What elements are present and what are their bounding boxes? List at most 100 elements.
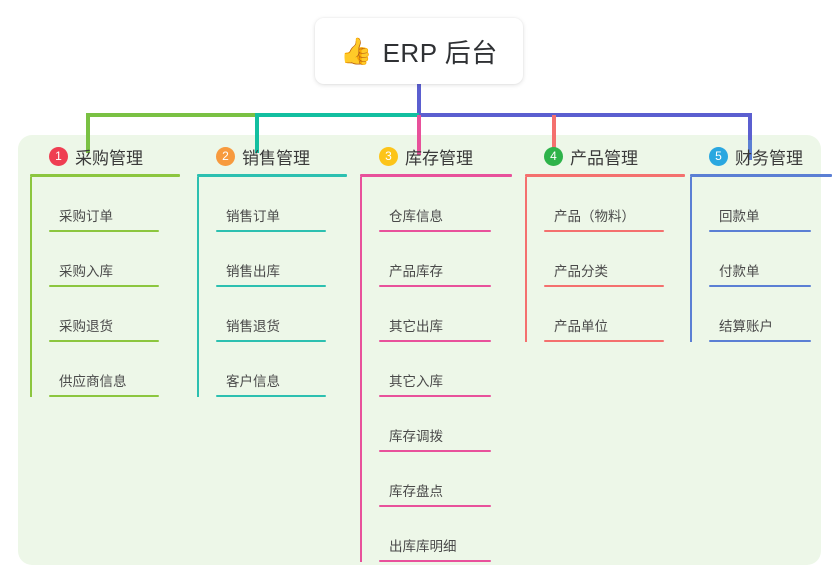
leaf-underline [49, 395, 159, 397]
branch-underline-4 [525, 174, 685, 177]
leaf-label: 产品（物料） [554, 209, 635, 224]
leaf-label: 付款单 [719, 264, 760, 279]
leaf-label: 销售订单 [226, 209, 280, 224]
leaf-underline [216, 340, 326, 342]
leaf-underline [379, 395, 491, 397]
leaf-underline [379, 450, 491, 452]
branch-header-3[interactable]: 3 库存管理 [360, 143, 512, 169]
branch-column-2: 2 销售管理销售订单销售出库销售退货客户信息 [197, 143, 347, 397]
leaf-underline [49, 340, 159, 342]
branch-header-4[interactable]: 4 产品管理 [525, 143, 685, 169]
leaf-node[interactable]: 采购入库 [49, 232, 180, 287]
leaf-label: 其它入库 [389, 374, 443, 389]
leaf-node[interactable]: 产品单位 [544, 287, 685, 342]
branch-children-1: 采购订单采购入库采购退货供应商信息 [30, 177, 180, 397]
leaf-label: 回款单 [719, 209, 760, 224]
leaf-node[interactable]: 采购退货 [49, 287, 180, 342]
leaf-underline [544, 230, 664, 232]
branch-spine-3 [360, 177, 362, 562]
leaf-label: 出库库明细 [389, 539, 457, 554]
branch-title-3: 库存管理 [405, 148, 473, 168]
leaf-node[interactable]: 仓库信息 [379, 177, 512, 232]
leaf-node[interactable]: 回款单 [709, 177, 832, 232]
branch-underline-2 [197, 174, 347, 177]
leaf-underline [709, 230, 811, 232]
branch-badge-4: 4 [544, 146, 563, 166]
branch-spine-1 [30, 177, 32, 397]
leaf-label: 仓库信息 [389, 209, 443, 224]
branch-underline-1 [30, 174, 180, 177]
branch-badge-1: 1 [49, 146, 68, 166]
leaf-node[interactable]: 销售出库 [216, 232, 347, 287]
branch-badge-2: 2 [216, 146, 235, 166]
leaf-node[interactable]: 产品库存 [379, 232, 512, 287]
leaf-label: 产品单位 [554, 319, 608, 334]
thumbs-up-emoji: 👍 [340, 36, 373, 66]
leaf-node[interactable]: 销售退货 [216, 287, 347, 342]
branch-column-5: 5 财务管理回款单付款单结算账户 [690, 143, 832, 342]
leaf-underline [379, 285, 491, 287]
branch-header-1[interactable]: 1 采购管理 [30, 143, 180, 169]
leaf-underline [544, 340, 664, 342]
leaf-node[interactable]: 结算账户 [709, 287, 832, 342]
leaf-node[interactable]: 出库库明细 [379, 507, 512, 562]
leaf-label: 其它出库 [389, 319, 443, 334]
leaf-label: 产品库存 [389, 264, 443, 279]
branch-children-2: 销售订单销售出库销售退货客户信息 [197, 177, 347, 397]
leaf-underline [379, 340, 491, 342]
leaf-underline [709, 340, 811, 342]
leaf-node[interactable]: 产品（物料） [544, 177, 685, 232]
branch-title-1: 采购管理 [75, 148, 143, 168]
leaf-node[interactable]: 产品分类 [544, 232, 685, 287]
branch-spine-2 [197, 177, 199, 397]
branch-column-1: 1 采购管理采购订单采购入库采购退货供应商信息 [30, 143, 180, 397]
leaf-underline [379, 505, 491, 507]
branch-header-2[interactable]: 2 销售管理 [197, 143, 347, 169]
leaf-node[interactable]: 销售订单 [216, 177, 347, 232]
leaf-underline [379, 230, 491, 232]
leaf-label: 销售退货 [226, 319, 280, 334]
leaf-underline [216, 230, 326, 232]
branch-underline-3 [360, 174, 512, 177]
leaf-label: 库存盘点 [389, 484, 443, 499]
leaf-underline [709, 285, 811, 287]
branch-children-3: 仓库信息产品库存其它出库其它入库库存调拨库存盘点出库库明细 [360, 177, 512, 562]
branch-children-5: 回款单付款单结算账户 [690, 177, 832, 342]
leaf-underline [49, 230, 159, 232]
branch-title-5: 财务管理 [735, 148, 803, 168]
leaf-node[interactable]: 供应商信息 [49, 342, 180, 397]
leaf-node[interactable]: 其它入库 [379, 342, 512, 397]
branch-title-2: 销售管理 [242, 148, 310, 168]
branch-badge-3: 3 [379, 146, 398, 166]
branch-spine-4 [525, 177, 527, 342]
branch-underline-5 [690, 174, 832, 177]
leaf-underline [49, 285, 159, 287]
root-node-card[interactable]: 👍 ERP 后台 [315, 18, 523, 84]
leaf-label: 产品分类 [554, 264, 608, 279]
leaf-node[interactable]: 库存调拨 [379, 397, 512, 452]
leaf-label: 结算账户 [719, 319, 773, 334]
leaf-underline [544, 285, 664, 287]
leaf-label: 库存调拨 [389, 429, 443, 444]
leaf-node[interactable]: 其它出库 [379, 287, 512, 342]
branch-spine-5 [690, 177, 692, 342]
leaf-label: 客户信息 [226, 374, 280, 389]
leaf-label: 供应商信息 [59, 374, 127, 389]
leaf-label: 采购订单 [59, 209, 113, 224]
leaf-node[interactable]: 采购订单 [49, 177, 180, 232]
leaf-node[interactable]: 库存盘点 [379, 452, 512, 507]
branch-badge-5: 5 [709, 146, 728, 166]
branch-column-4: 4 产品管理产品（物料） 产品分类产品单位 [525, 143, 685, 342]
branch-children-4: 产品（物料） 产品分类产品单位 [525, 177, 685, 342]
branch-title-4: 产品管理 [570, 148, 638, 168]
leaf-node[interactable]: 付款单 [709, 232, 832, 287]
branch-column-3: 3 库存管理仓库信息产品库存其它出库其它入库库存调拨库存盘点出库库明细 [360, 143, 512, 562]
leaf-label: 销售出库 [226, 264, 280, 279]
leaf-label: 采购入库 [59, 264, 113, 279]
leaf-node[interactable]: 客户信息 [216, 342, 347, 397]
leaf-label: 采购退货 [59, 319, 113, 334]
branch-panel-background [18, 135, 821, 565]
branch-header-5[interactable]: 5 财务管理 [690, 143, 832, 169]
root-title: ERP 后台 [382, 37, 498, 68]
leaf-underline [379, 560, 491, 562]
